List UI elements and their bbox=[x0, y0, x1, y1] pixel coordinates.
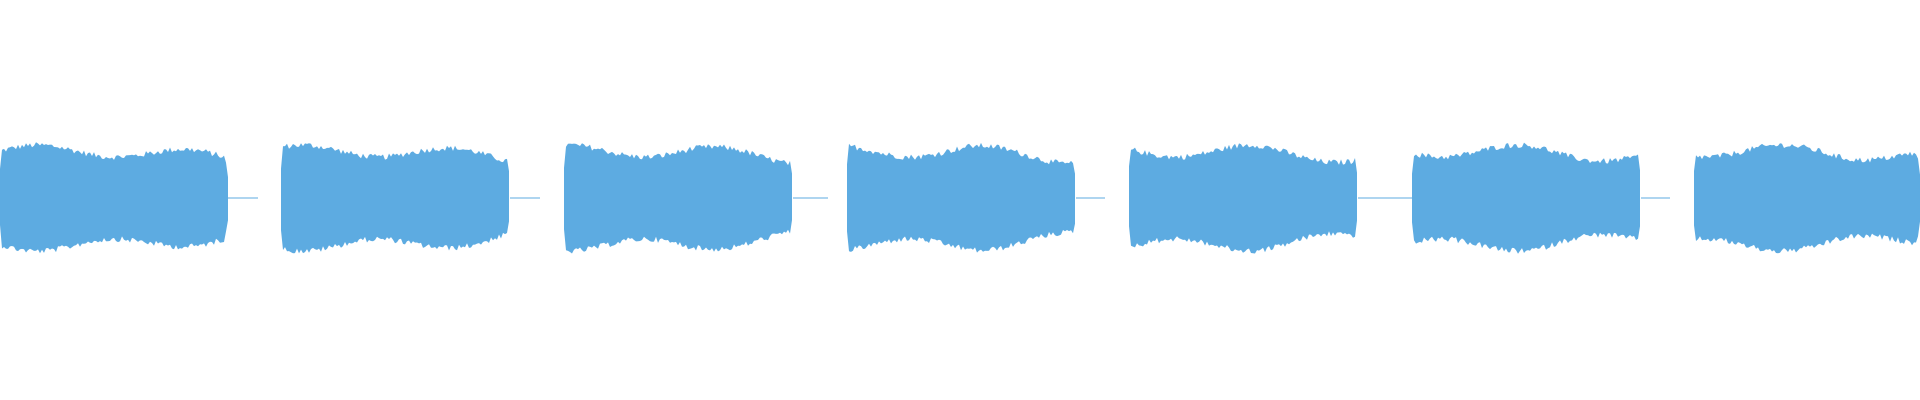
waveform-segment bbox=[0, 142, 228, 254]
waveform-segment bbox=[1412, 142, 1640, 254]
waveform-segment bbox=[1694, 143, 1920, 254]
waveform-segment bbox=[564, 143, 792, 254]
waveform-segment bbox=[1129, 143, 1357, 254]
waveform-segment bbox=[847, 142, 1075, 253]
waveform-segment bbox=[281, 143, 509, 254]
